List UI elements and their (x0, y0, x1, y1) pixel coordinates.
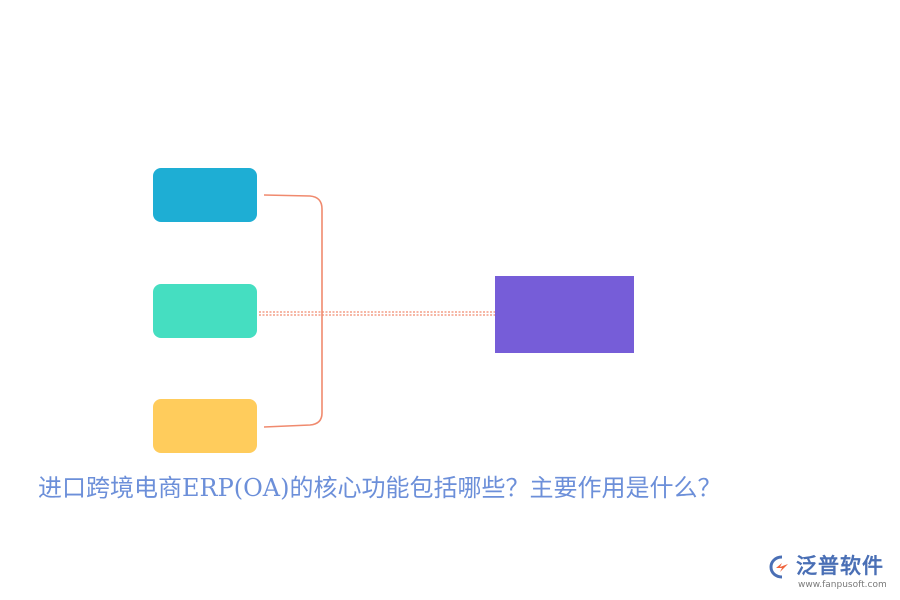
diagram-node-yellow (153, 399, 257, 453)
logo-url: www.fanpusoft.com (798, 580, 887, 590)
logo-name: 泛普软件 (796, 554, 884, 578)
fanpu-logo-icon (769, 555, 788, 579)
diagram-caption: 进口跨境电商ERP(OA)的核心功能包括哪些？主要作用是什么？ (38, 474, 722, 502)
diagram-node-green (153, 284, 257, 338)
diagram-node-target (495, 276, 634, 353)
fanpu-logo: 泛普软件 www.fanpusoft.com (768, 552, 896, 592)
bracket-connector (263, 194, 323, 428)
diagram-node-blue (153, 168, 257, 222)
